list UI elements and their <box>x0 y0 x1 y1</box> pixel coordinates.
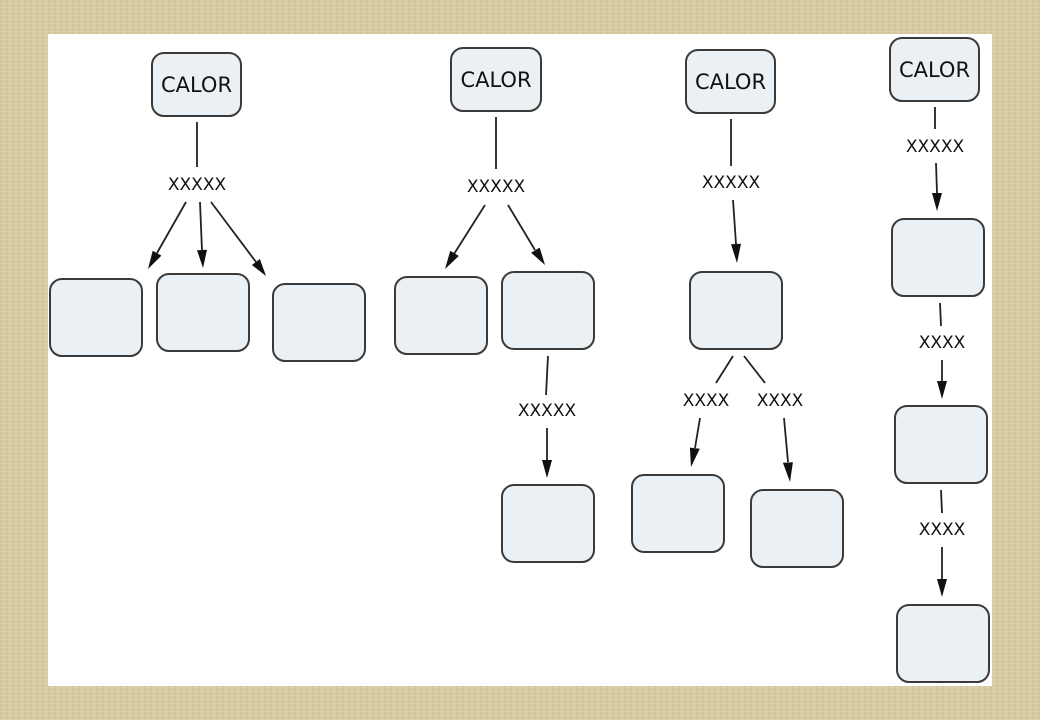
diagram-2-arrowhead-left <box>445 250 459 269</box>
diagram-4-node-1[interactable] <box>891 218 985 297</box>
diagram-3-child-node-2[interactable] <box>750 489 844 568</box>
diagram-2-link-label-1: XXXXX <box>467 177 526 197</box>
diagram-1-arrowhead-middle <box>197 249 207 268</box>
diagram-2-connector-lower <box>545 355 549 396</box>
diagram-1-arrow-right <box>210 201 257 263</box>
diagram-2-child-node-1[interactable] <box>394 276 488 355</box>
diagram-2-child-node-2[interactable] <box>501 271 595 350</box>
diagram-3-link-label-2: XXXX <box>683 391 730 411</box>
diagram-4-connector-3 <box>940 489 943 514</box>
slide-canvas <box>48 34 992 686</box>
diagram-4-link-label-1: XXXXX <box>906 137 965 157</box>
diagram-3-arrow-main <box>732 199 737 245</box>
diagram-4-link-label-3: XXXX <box>919 520 966 540</box>
diagram-2-link-label-2: XXXXX <box>518 401 577 421</box>
diagram-3-arrow-right <box>783 417 789 463</box>
diagram-1-link-label: XXXXX <box>168 175 227 195</box>
diagram-4-arrowhead-2 <box>937 381 947 399</box>
diagram-1-arrowhead-left <box>148 250 162 269</box>
diagram-2-child-node-3[interactable] <box>501 484 595 563</box>
diagram-1-child-node-1[interactable] <box>49 278 143 357</box>
diagram-1-arrow-middle <box>199 201 203 252</box>
diagram-3-root-node[interactable] <box>685 49 776 114</box>
diagram-3-arrowhead-left <box>689 447 700 467</box>
diagram-4-node-3[interactable] <box>896 604 990 683</box>
diagram-3: CALOR XXXXX XXXX XXXX <box>631 49 844 568</box>
diagram-3-connector-left <box>715 355 734 384</box>
diagram-4-root-label: CALOR <box>899 58 970 82</box>
diagram-1-child-node-3[interactable] <box>272 283 366 362</box>
diagram-3-connector-right <box>743 355 766 384</box>
diagram-2-root-label: CALOR <box>460 68 531 92</box>
diagram-3-link-label-1: XXXXX <box>702 173 761 193</box>
diagram-2: CALOR XXXXX XXXXX <box>394 47 595 563</box>
diagram-3-link-label-3: XXXX <box>757 391 804 411</box>
diagram-1: CALOR XXXXX <box>49 52 366 362</box>
diagram-4: CALOR XXXXX XXXX XXXX <box>889 37 990 683</box>
diagram-1-child-node-2[interactable] <box>156 273 250 352</box>
diagram-2-arrowhead-lower <box>542 460 552 478</box>
diagram-4-link-label-2: XXXX <box>919 333 966 353</box>
diagram-3-arrowhead-main <box>731 243 741 263</box>
diagram-4-node-2[interactable] <box>894 405 988 484</box>
diagram-4-arrow-1 <box>935 162 938 194</box>
diagram-3-root-label: CALOR <box>695 70 766 94</box>
diagram-1-arrow-left <box>156 201 187 254</box>
diagram-3-arrow-left <box>694 417 701 449</box>
diagram-4-arrowhead-1 <box>932 193 942 211</box>
diagram-2-arrow-right <box>507 204 536 251</box>
diagram-1-arrowhead-right <box>251 259 266 276</box>
diagram-4-arrowhead-3 <box>937 579 947 597</box>
diagram-4-root-node[interactable] <box>889 37 980 102</box>
diagram-2-root-node[interactable] <box>450 47 542 112</box>
diagram-1-root-label: CALOR <box>161 73 232 97</box>
diagram-4-connector-2 <box>939 302 942 327</box>
diagram-1-root-node[interactable] <box>151 52 242 117</box>
diagram-3-middle-node[interactable] <box>689 271 783 350</box>
diagram-3-arrowhead-right <box>782 462 793 482</box>
diagram-2-arrow-left <box>453 204 486 255</box>
diagram-2-arrowhead-right <box>531 247 545 265</box>
diagram-3-child-node-1[interactable] <box>631 474 725 553</box>
